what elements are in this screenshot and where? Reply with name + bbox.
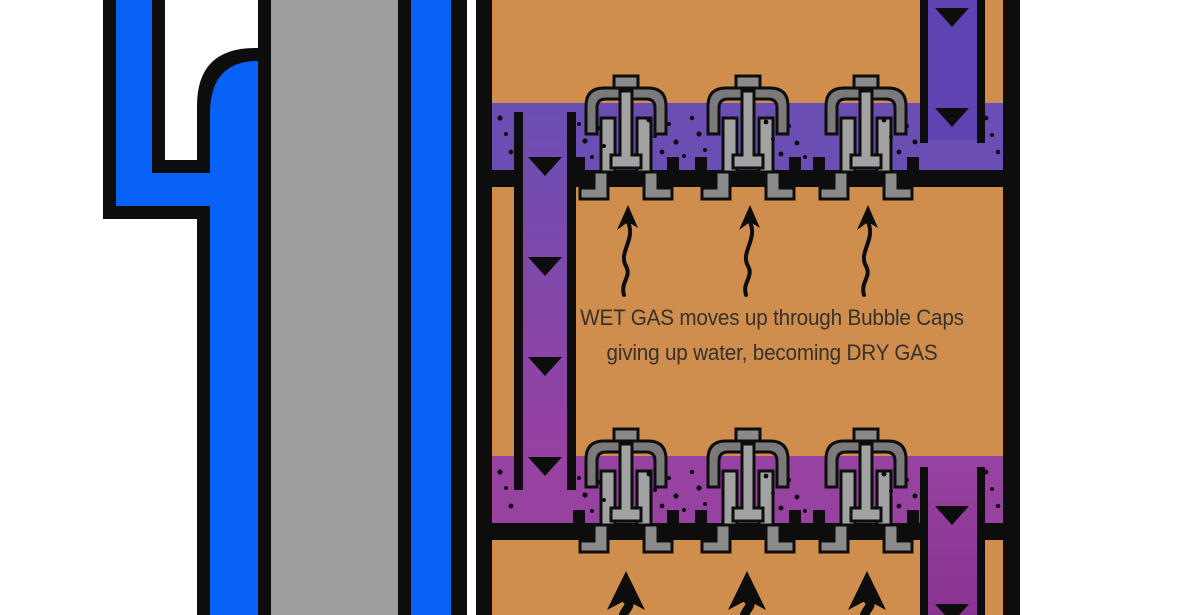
pipe-inner-elbow — [152, 160, 204, 173]
pipe-outer-elbow — [103, 206, 197, 219]
lower-right-downcomer — [920, 467, 985, 615]
vessel-annulus-right — [411, 0, 451, 615]
vessel-right-wall — [451, 0, 467, 615]
pipe-outer-wall — [103, 0, 116, 219]
tower-right-wall — [1003, 0, 1020, 615]
vessel-core-column — [271, 0, 398, 615]
pipe-elbow-bore — [116, 173, 210, 206]
vessel-annulus-left — [210, 61, 258, 615]
lower-right-downcomer-liquid — [928, 467, 977, 615]
upper-right-downcomer — [920, 0, 985, 143]
caption-line-2: giving up water, becoming DRY GAS — [606, 340, 938, 365]
caption: WET GAS moves up through Bubble Caps giv… — [514, 300, 1031, 370]
caption-line-1: WET GAS moves up through Bubble Caps — [580, 305, 964, 330]
vessel-core-right-border — [398, 0, 411, 615]
left-downcomer — [514, 112, 576, 490]
contactor-tower — [476, 0, 1020, 615]
pipe-bore — [116, 0, 152, 206]
tower-left-wall — [476, 0, 492, 615]
pipe-inner-wall — [152, 0, 165, 162]
inlet-pipe — [103, 0, 210, 219]
vessel-top-divider — [258, 0, 271, 64]
separator-vessel — [197, 0, 467, 615]
